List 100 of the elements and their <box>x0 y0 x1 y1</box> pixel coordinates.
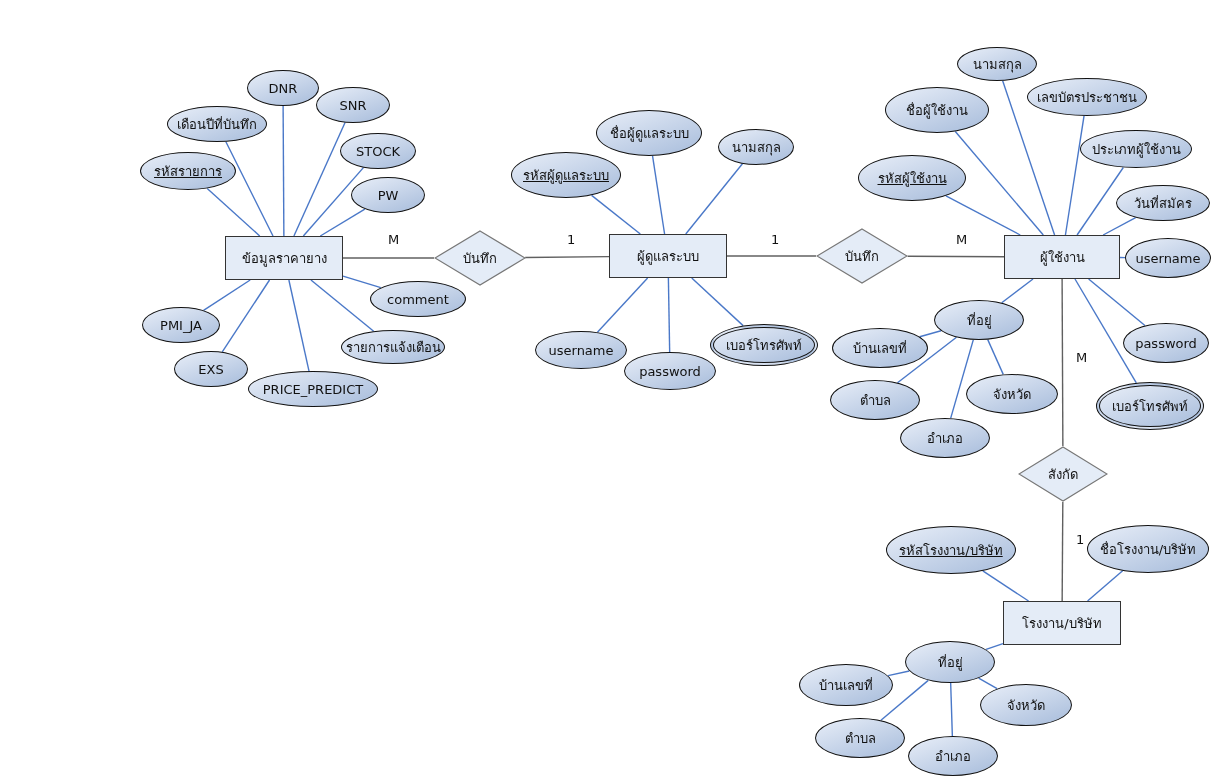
connector-line <box>977 677 998 690</box>
connector-line <box>1087 278 1146 327</box>
attribute-name: username <box>548 342 614 358</box>
attribute-name: รายการแจ้งเตือน <box>345 338 441 357</box>
attribute-ellipse <box>966 374 1058 414</box>
multivalued-attribute-ellipse <box>710 324 818 366</box>
attribute-name: password <box>639 363 701 379</box>
attribute-name: จังหวัด <box>993 385 1031 404</box>
attribute-ellipse <box>535 331 627 369</box>
relationship-name: สังกัด <box>1048 465 1078 484</box>
attribute-ellipse <box>340 133 416 169</box>
connector-line <box>310 279 375 332</box>
connector-line <box>949 682 954 737</box>
cardinality-label: 1 <box>771 232 780 247</box>
connector-line <box>1061 278 1064 447</box>
attribute-ellipse <box>370 281 466 317</box>
attribute-name: ที่อยู่ <box>966 311 992 331</box>
attribute-ellipse <box>1116 185 1210 221</box>
attribute-ellipse <box>1123 323 1209 363</box>
relationship-diamond <box>816 228 908 284</box>
connector-line <box>225 141 274 237</box>
attribute-ellipse <box>248 371 378 407</box>
connector-line <box>590 194 641 235</box>
attribute-name: บ้านเลขที่ <box>853 339 907 358</box>
attribute-name: PW <box>377 187 399 203</box>
connector-line <box>945 195 1021 236</box>
connector-line <box>282 105 285 237</box>
entity-box <box>1003 601 1121 645</box>
relationship-diamond <box>1018 446 1108 502</box>
attribute-name: รหัสรายการ <box>154 162 222 181</box>
connector-line <box>950 339 974 419</box>
attribute-name: EXS <box>198 361 224 377</box>
attribute-name: จังหวัด <box>1007 696 1045 715</box>
relationship-name: บันทึก <box>463 249 497 268</box>
attribute-name: ชื่อโรงงาน/บริษัท <box>1099 540 1197 559</box>
attribute-name: รหัสผู้ใช้งาน <box>877 169 947 189</box>
connector-line <box>288 279 310 372</box>
relationship-diamond <box>434 230 526 286</box>
connector-line <box>1074 278 1137 384</box>
connector-line <box>896 336 958 384</box>
connector-line <box>667 277 671 353</box>
cardinality-label: M <box>956 232 968 247</box>
attribute-name: password <box>1135 335 1197 351</box>
connector-line <box>880 679 929 721</box>
attribute-name: เบอร์โทรศัพท์ <box>1112 397 1188 416</box>
attribute-name: ชื่อผู้ใช้งาน <box>906 101 968 121</box>
attribute-name: เดือนปีที่บันทึก <box>177 115 257 134</box>
attribute-name: ตำบล <box>859 391 891 410</box>
attribute-name: เบอร์โทรศัพท์ <box>726 336 802 355</box>
attribute-ellipse <box>832 328 928 368</box>
key-attribute-ellipse <box>140 152 236 190</box>
entity-box <box>1004 235 1120 279</box>
attribute-name: นามสกุล <box>731 138 781 158</box>
attribute-name: DNR <box>268 80 298 96</box>
cardinality-label: 1 <box>567 232 576 247</box>
cardinality-label: 1 <box>1076 532 1085 547</box>
entity-name: ผู้ใช้งาน <box>1039 248 1085 268</box>
connector-line <box>726 255 817 257</box>
attribute-ellipse <box>174 351 248 387</box>
connector-line <box>342 275 382 289</box>
attribute-ellipse <box>799 664 893 706</box>
attribute-ellipse <box>1080 130 1192 168</box>
connector-line <box>202 279 251 311</box>
connector-line <box>906 255 1005 258</box>
connector-line <box>685 163 744 235</box>
attribute-ellipse <box>934 300 1024 340</box>
connector-line <box>691 277 744 327</box>
entity-name: ผู้ดูแลระบบ <box>637 247 699 267</box>
attribute-ellipse <box>351 177 425 213</box>
attribute-ellipse <box>316 87 390 123</box>
attribute-name: อำเภอ <box>935 747 971 766</box>
connector-line <box>919 330 942 338</box>
attribute-ellipse <box>624 352 716 390</box>
connector-line <box>1061 501 1064 602</box>
connector-line <box>596 277 649 333</box>
connector-line <box>887 670 911 677</box>
attribute-name: ตำบล <box>844 729 876 748</box>
cardinality-label: M <box>1076 350 1088 365</box>
attribute-name: ที่อยู่ <box>937 653 963 673</box>
attribute-name: PMI_JA <box>160 317 202 333</box>
connector-line <box>293 121 346 237</box>
attribute-name: SNR <box>339 97 367 113</box>
attribute-name: รหัสผู้ดูแลระบบ <box>523 166 609 186</box>
connector-line <box>524 255 610 259</box>
attribute-name: ชื่อผู้ดูแลระบบ <box>609 124 689 144</box>
attribute-name: เลขบัตรประชาชน <box>1037 88 1137 107</box>
connector-line <box>1119 256 1126 259</box>
connector-line <box>1102 216 1137 236</box>
relationship-name: บันทึก <box>845 247 879 266</box>
connector-line <box>1064 115 1085 236</box>
attribute-ellipse <box>905 641 995 683</box>
attribute-name: บ้านเลขที่ <box>819 676 873 695</box>
attribute-name: นามสกุล <box>972 55 1022 75</box>
attribute-name: username <box>1135 250 1201 266</box>
attribute-name: รหัสโรงงาน/บริษัท <box>899 541 1003 560</box>
attribute-name: comment <box>387 291 449 307</box>
attribute-ellipse <box>815 718 905 758</box>
attribute-ellipse <box>908 736 998 776</box>
connector-line <box>982 570 1030 602</box>
attribute-ellipse <box>1125 238 1211 278</box>
